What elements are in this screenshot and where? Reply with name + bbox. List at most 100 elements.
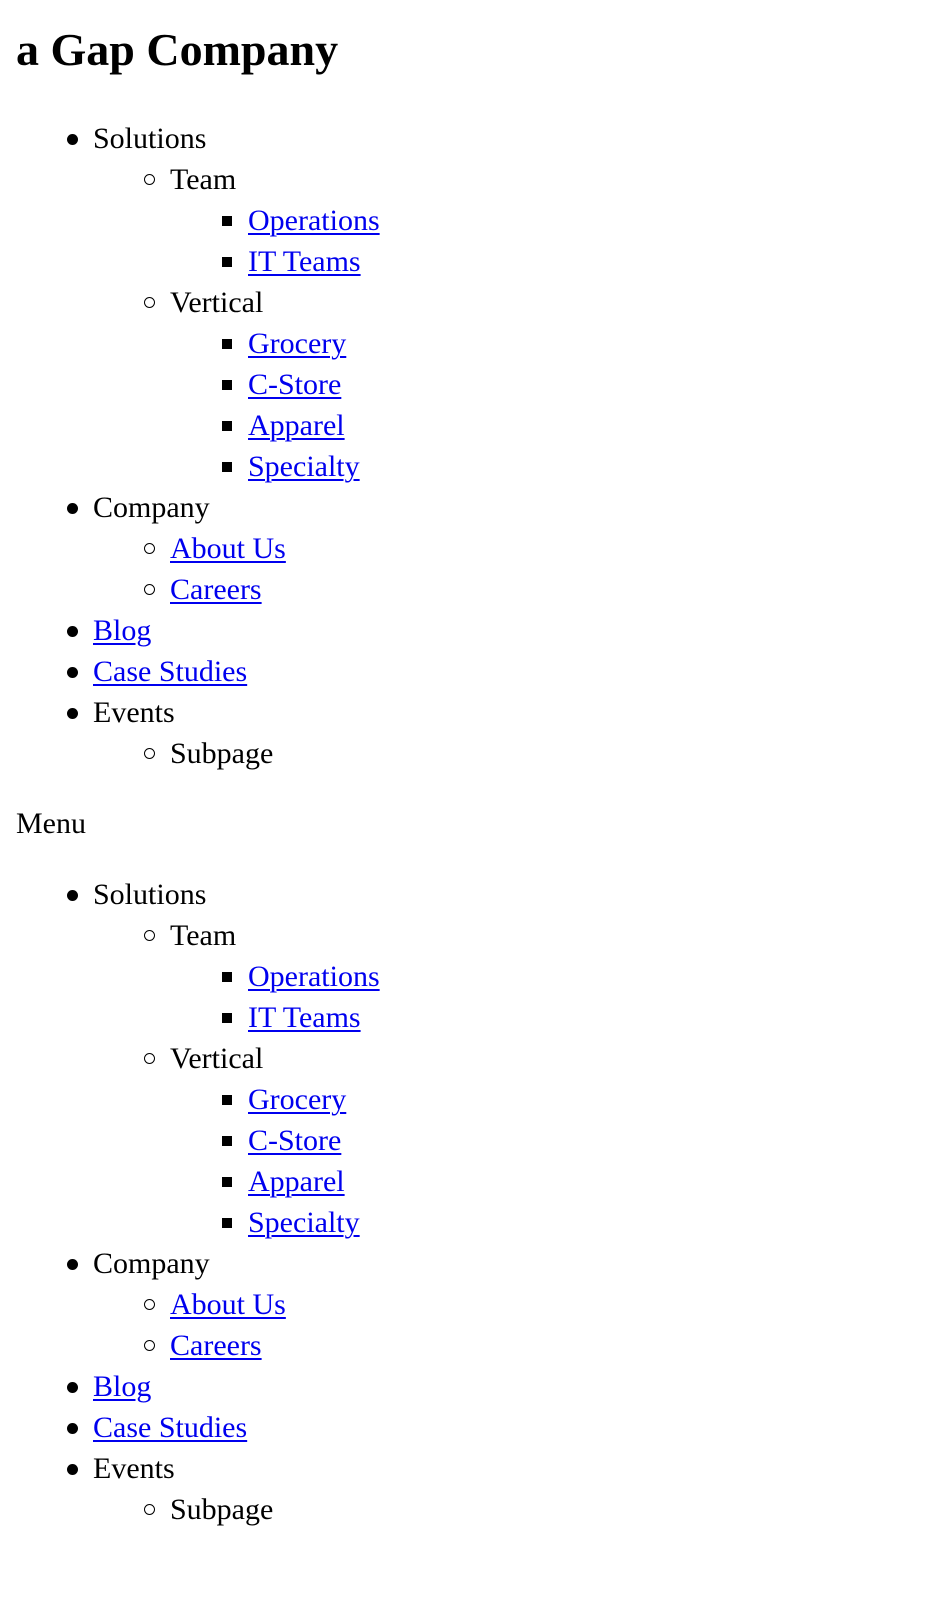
nav-link-c-store[interactable]: C-Store — [248, 368, 342, 401]
mobile-nav-label-vertical: Vertical — [170, 1042, 264, 1075]
mobile-nav-link-blog[interactable]: Blog — [93, 1370, 152, 1403]
nav-item-specialty: Specialty — [16, 446, 380, 487]
mobile-nav-link-about-us[interactable]: About Us — [170, 1288, 286, 1321]
mobile-nav-item-operations: Operations — [16, 956, 380, 997]
disc-bullet-icon — [67, 890, 78, 901]
nav-item-case-studies: Case Studies — [16, 651, 380, 692]
nav-link-grocery[interactable]: Grocery — [248, 327, 347, 360]
square-bullet-icon — [222, 1177, 232, 1187]
nav-item-subpage: Subpage — [16, 733, 380, 774]
mobile-nav-item-subpage: Subpage — [16, 1489, 380, 1530]
circle-bullet-icon — [144, 584, 155, 595]
menu-label: Menu — [16, 807, 86, 840]
disc-bullet-icon — [67, 1259, 78, 1270]
disc-bullet-icon — [67, 708, 78, 719]
square-bullet-icon — [222, 1095, 232, 1105]
page: a Gap Company Solutions Team Operations … — [16, 0, 916, 1620]
nav-link-about-us[interactable]: About Us — [170, 532, 286, 565]
mobile-nav-item-c-store: C-Store — [16, 1120, 380, 1161]
square-bullet-icon — [222, 1218, 232, 1228]
nav-item-c-store: C-Store — [16, 364, 380, 405]
mobile-nav-item-vertical: Vertical — [16, 1038, 380, 1079]
disc-bullet-icon — [67, 1423, 78, 1434]
mobile-navigation: Solutions Team Operations IT Teams Verti… — [16, 874, 380, 1530]
nav-item-careers: Careers — [16, 569, 380, 610]
mobile-nav-label-solutions: Solutions — [93, 878, 207, 911]
mobile-nav-link-operations[interactable]: Operations — [248, 960, 380, 993]
mobile-nav-link-c-store[interactable]: C-Store — [248, 1124, 342, 1157]
square-bullet-icon — [222, 1013, 232, 1023]
circle-bullet-icon — [144, 297, 155, 308]
nav-link-apparel[interactable]: Apparel — [248, 409, 345, 442]
mobile-nav-item-team: Team — [16, 915, 380, 956]
circle-bullet-icon — [144, 748, 155, 759]
nav-link-it-teams[interactable]: IT Teams — [248, 245, 361, 278]
mobile-nav-item-it-teams: IT Teams — [16, 997, 380, 1038]
nav-label-solutions: Solutions — [93, 122, 207, 155]
site-title: a Gap Company — [16, 24, 339, 75]
mobile-nav-label-subpage: Subpage — [170, 1493, 274, 1526]
disc-bullet-icon — [67, 626, 78, 637]
mobile-nav-link-it-teams[interactable]: IT Teams — [248, 1001, 361, 1034]
square-bullet-icon — [222, 257, 232, 267]
mobile-nav-item-about-us: About Us — [16, 1284, 380, 1325]
nav-item-it-teams: IT Teams — [16, 241, 380, 282]
nav-item-grocery: Grocery — [16, 323, 380, 364]
square-bullet-icon — [222, 380, 232, 390]
mobile-nav-link-specialty[interactable]: Specialty — [248, 1206, 360, 1239]
nav-label-vertical: Vertical — [170, 286, 264, 319]
mobile-nav-link-grocery[interactable]: Grocery — [248, 1083, 347, 1116]
nav-item-team: Team — [16, 159, 380, 200]
mobile-nav-label-company: Company — [93, 1247, 210, 1280]
nav-item-company: Company — [16, 487, 380, 528]
mobile-nav-label-events: Events — [93, 1452, 175, 1485]
nav-item-operations: Operations — [16, 200, 380, 241]
nav-link-specialty[interactable]: Specialty — [248, 450, 360, 483]
primary-navigation: Solutions Team Operations IT Teams Verti… — [16, 118, 380, 774]
square-bullet-icon — [222, 462, 232, 472]
nav-label-events: Events — [93, 696, 175, 729]
mobile-nav-item-case-studies: Case Studies — [16, 1407, 380, 1448]
nav-link-careers[interactable]: Careers — [170, 573, 262, 606]
nav-link-blog[interactable]: Blog — [93, 614, 152, 647]
mobile-nav-item-events: Events — [16, 1448, 380, 1489]
mobile-nav-item-solutions: Solutions — [16, 874, 380, 915]
nav-item-apparel: Apparel — [16, 405, 380, 446]
circle-bullet-icon — [144, 1504, 155, 1515]
mobile-nav-link-case-studies[interactable]: Case Studies — [93, 1411, 248, 1444]
nav-label-subpage: Subpage — [170, 737, 274, 770]
mobile-nav-link-apparel[interactable]: Apparel — [248, 1165, 345, 1198]
nav-item-vertical: Vertical — [16, 282, 380, 323]
mobile-nav-item-blog: Blog — [16, 1366, 380, 1407]
mobile-nav-item-company: Company — [16, 1243, 380, 1284]
circle-bullet-icon — [144, 930, 155, 941]
nav-label-team: Team — [170, 163, 237, 196]
mobile-nav-label-team: Team — [170, 919, 237, 952]
disc-bullet-icon — [67, 1382, 78, 1393]
square-bullet-icon — [222, 216, 232, 226]
square-bullet-icon — [222, 421, 232, 431]
circle-bullet-icon — [144, 174, 155, 185]
circle-bullet-icon — [144, 1053, 155, 1064]
nav-link-operations[interactable]: Operations — [248, 204, 380, 237]
disc-bullet-icon — [67, 1464, 78, 1475]
circle-bullet-icon — [144, 543, 155, 554]
square-bullet-icon — [222, 339, 232, 349]
nav-label-company: Company — [93, 491, 210, 524]
nav-item-solutions: Solutions — [16, 118, 380, 159]
mobile-nav-item-grocery: Grocery — [16, 1079, 380, 1120]
circle-bullet-icon — [144, 1340, 155, 1351]
disc-bullet-icon — [67, 134, 78, 145]
mobile-nav-item-apparel: Apparel — [16, 1161, 380, 1202]
nav-item-events: Events — [16, 692, 380, 733]
nav-item-blog: Blog — [16, 610, 380, 651]
square-bullet-icon — [222, 972, 232, 982]
mobile-nav-item-specialty: Specialty — [16, 1202, 380, 1243]
mobile-nav-link-careers[interactable]: Careers — [170, 1329, 262, 1362]
disc-bullet-icon — [67, 667, 78, 678]
circle-bullet-icon — [144, 1299, 155, 1310]
disc-bullet-icon — [67, 503, 78, 514]
nav-link-case-studies[interactable]: Case Studies — [93, 655, 248, 688]
mobile-nav-item-careers: Careers — [16, 1325, 380, 1366]
nav-item-about-us: About Us — [16, 528, 380, 569]
